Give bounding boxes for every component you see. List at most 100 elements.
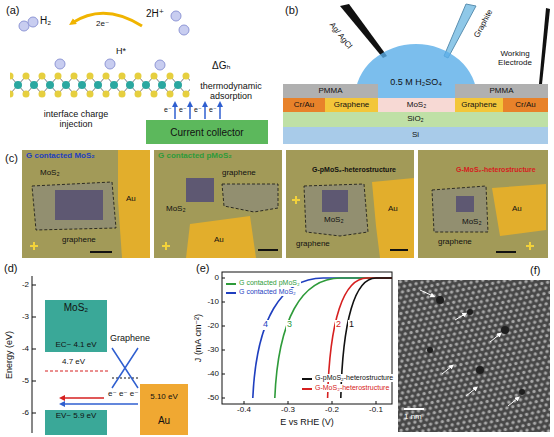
dirac-cone bbox=[112, 348, 138, 388]
mos2-lattice bbox=[10, 70, 190, 100]
node-text: EC~ 4.1 eV bbox=[55, 341, 96, 350]
energy-label: ΔGₕ bbox=[212, 60, 231, 71]
species-label: 2e⁻ bbox=[96, 20, 109, 29]
electron-label: e⁻ bbox=[194, 106, 202, 114]
panel-letter: (d) bbox=[4, 262, 17, 274]
tick-label: -10 bbox=[207, 298, 219, 307]
part-label: Au bbox=[126, 195, 136, 204]
h-atom bbox=[179, 25, 189, 35]
cross-mark bbox=[162, 242, 170, 250]
axis-title: Energy (eV) bbox=[5, 331, 15, 379]
tick-label: -3 bbox=[22, 313, 29, 322]
panel-letter: (e) bbox=[196, 262, 209, 274]
graphene-outline bbox=[304, 184, 368, 236]
defect bbox=[427, 347, 433, 353]
material-label: Graphene bbox=[110, 334, 150, 344]
defect bbox=[476, 366, 484, 374]
node-text: Au bbox=[158, 415, 170, 426]
scale-label: 1 nm bbox=[404, 413, 422, 422]
legend-text: G contacted pMoS₂ bbox=[238, 279, 301, 287]
callout-number: 2 bbox=[335, 320, 342, 330]
graphene-outline bbox=[32, 182, 116, 230]
callout-number: 3 bbox=[286, 320, 293, 330]
part-label: Au bbox=[512, 205, 522, 214]
electrode-label: Ag/ AgCl bbox=[327, 21, 353, 51]
electron-label: e⁻ bbox=[164, 106, 172, 114]
part-label: MoS₂ bbox=[324, 216, 344, 225]
node-text: Current collector bbox=[170, 127, 243, 138]
cross-mark bbox=[526, 242, 534, 250]
panel-letter: (b) bbox=[285, 4, 298, 16]
part-label: Au bbox=[214, 236, 224, 245]
pointer-arrow bbox=[455, 314, 465, 320]
electron-label: e⁻ e⁻ e⁻ bbox=[108, 390, 138, 399]
node-text: PMMA bbox=[319, 87, 343, 96]
tick-label: -2 bbox=[22, 281, 29, 290]
mos2-flake bbox=[322, 190, 348, 212]
tick-label: -0.4 bbox=[237, 406, 251, 415]
mos2-flake bbox=[456, 196, 474, 212]
defect bbox=[519, 389, 525, 395]
charge-arrow bbox=[62, 403, 138, 404]
h-atom bbox=[171, 11, 181, 21]
part-label: graphene bbox=[296, 240, 330, 249]
part-label: MoS₂ bbox=[462, 218, 482, 227]
charge-arrow bbox=[62, 397, 104, 398]
defect bbox=[436, 296, 444, 304]
part-label: graphene bbox=[222, 169, 256, 178]
axis-title: E vs RHE (V) bbox=[280, 418, 334, 428]
electron-label: e⁻ bbox=[179, 106, 187, 114]
electron-arrow bbox=[189, 104, 191, 119]
part-label: graphene bbox=[438, 238, 472, 247]
scale-bar bbox=[390, 249, 408, 251]
tick-label: -50 bbox=[207, 394, 219, 403]
au-pad bbox=[118, 150, 150, 258]
pointer-arrow bbox=[420, 290, 433, 296]
tick-label: -0.1 bbox=[369, 406, 383, 415]
process-label: thermodynamic adsorption bbox=[194, 82, 268, 102]
scale-bar bbox=[404, 408, 424, 410]
node-text: 0.5 M H₂SO₄ bbox=[390, 78, 442, 88]
tick-label: -4 bbox=[22, 345, 29, 354]
cross-mark bbox=[292, 196, 300, 204]
tick-label: 0 bbox=[215, 274, 219, 283]
tick-label: -5 bbox=[22, 377, 29, 386]
node-text: 5.10 eV bbox=[150, 393, 178, 402]
layer-box: Graphene bbox=[325, 98, 378, 112]
electron-arrow bbox=[219, 104, 221, 119]
probe bbox=[539, 8, 550, 84]
layer-box: PMMA bbox=[283, 84, 378, 98]
h-atom bbox=[28, 17, 38, 27]
defect bbox=[467, 309, 473, 315]
part-label: MoS₂ bbox=[40, 169, 60, 178]
part-label: Au bbox=[388, 205, 398, 214]
layer-box: PMMA bbox=[455, 84, 548, 98]
band-box: EV~ 5.9 eV bbox=[45, 410, 107, 435]
cross-mark bbox=[30, 242, 38, 250]
part-label: MoS₂ bbox=[166, 205, 186, 214]
node-text: SiO₂ bbox=[407, 115, 423, 124]
node-text: Graphene bbox=[461, 101, 497, 110]
electron-label: e⁻ bbox=[209, 106, 217, 114]
pointer-arrow bbox=[466, 388, 476, 396]
legend-sample bbox=[226, 283, 236, 285]
node-text: Cr/Au bbox=[294, 101, 314, 110]
energy-label: 4.7 eV bbox=[62, 358, 85, 367]
legend-sample bbox=[302, 378, 312, 380]
node-text: Graphene bbox=[334, 101, 370, 110]
au-pad bbox=[186, 216, 256, 258]
callout-number: 4 bbox=[262, 320, 269, 330]
sample-title: G-MoS₂-heterostructure bbox=[456, 166, 536, 174]
electrode-label: Working Electrode bbox=[490, 50, 540, 68]
electron-arrow bbox=[204, 104, 206, 119]
species-label: H* bbox=[116, 47, 126, 57]
au-pad bbox=[372, 178, 414, 258]
layer-box: Cr/Au bbox=[503, 98, 548, 112]
au-pad bbox=[492, 184, 546, 236]
pointer-arrow bbox=[508, 398, 518, 406]
counter-electrode bbox=[444, 4, 476, 58]
panel-letter: (c) bbox=[5, 152, 18, 164]
h-atom bbox=[55, 59, 65, 69]
scale-bar bbox=[496, 251, 516, 253]
